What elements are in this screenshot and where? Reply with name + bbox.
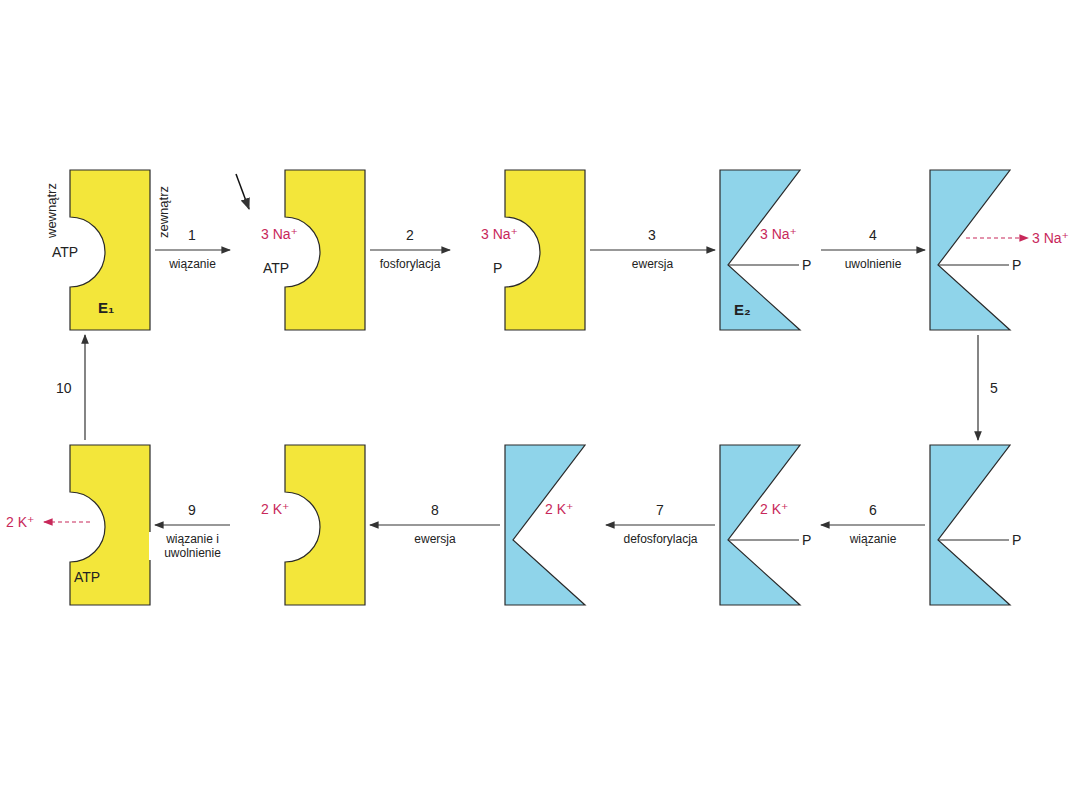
e2-state: P — [930, 170, 1026, 330]
reaction-arrow — [155, 249, 230, 250]
step-number: 5 — [990, 380, 998, 396]
ion-label: 3 Na⁺ — [760, 226, 797, 242]
reaction-arrow — [606, 524, 715, 525]
reaction-arrow — [370, 524, 500, 525]
reaction-arrow — [821, 249, 925, 250]
e1-state: ATP E₁ — [20, 170, 150, 330]
step-number: 8 — [431, 502, 439, 518]
e1-outline — [70, 445, 150, 605]
step-number: 2 — [406, 227, 414, 243]
pump-shape — [235, 170, 365, 330]
pump-shape — [235, 445, 365, 605]
e2-state: 2 K⁺ P — [720, 445, 816, 605]
step-label: fosforylacja — [378, 257, 443, 271]
phosphate-bond — [939, 539, 1009, 540]
pump-shape — [930, 445, 1026, 605]
e2-outline — [505, 445, 585, 605]
e1-outline — [505, 170, 585, 330]
e1-outline — [70, 170, 150, 330]
step-number: 10 — [56, 380, 72, 396]
reaction-arrow — [977, 335, 978, 440]
e2-outline — [720, 445, 800, 605]
step-number: 6 — [869, 502, 877, 518]
e1-state: 3 Na⁺ ATP — [235, 170, 365, 330]
pump-shape — [455, 170, 585, 330]
phosphate-bond — [729, 264, 799, 265]
state-name: E₂ — [734, 302, 751, 318]
molecule-label: P — [802, 532, 811, 548]
step-label: wiązanie — [848, 532, 899, 546]
e2-outline — [720, 170, 800, 330]
e1-outline — [285, 445, 365, 605]
e1-outline — [285, 170, 365, 330]
pump-shape — [930, 170, 1026, 330]
reaction-arrow — [821, 524, 925, 525]
molecule-label: P — [1012, 257, 1021, 273]
step-label: defosforylacja — [621, 532, 699, 546]
e1-state: 3 Na⁺ P — [455, 170, 585, 330]
ion-label: 3 Na⁺ — [261, 226, 298, 242]
molecule-label: ATP — [74, 569, 100, 585]
step-label: wiązanie i uwolnienie — [149, 532, 237, 560]
e2-state: P — [930, 445, 1026, 605]
step-number: 3 — [648, 227, 656, 243]
step-number: 7 — [656, 502, 664, 518]
pump-shape — [505, 445, 601, 605]
molecule-label: P — [802, 257, 811, 273]
molecule-label: ATP — [263, 260, 289, 276]
e2-state: 2 K⁺ — [505, 445, 601, 605]
step-label: uwolnienie — [843, 257, 904, 271]
pointer-arrow — [236, 174, 249, 209]
e1-state: 2 K⁺ — [235, 445, 365, 605]
e2-state: 3 Na⁺ P E₂ — [720, 170, 816, 330]
released-ion: 3 Na⁺ — [1032, 230, 1069, 246]
molecule-label: P — [1012, 532, 1021, 548]
molecule-label: ATP — [52, 244, 78, 260]
released-ion: 2 K⁺ — [6, 514, 34, 530]
ion-label: 2 K⁺ — [261, 501, 289, 517]
step-label: wiązanie — [167, 257, 218, 271]
reaction-arrow — [84, 335, 85, 440]
ion-label: 3 Na⁺ — [481, 226, 518, 242]
reaction-arrow — [155, 524, 230, 525]
reaction-arrow — [370, 249, 450, 250]
side-label: zewnątrz — [156, 186, 172, 238]
e1-state: ATP — [20, 445, 150, 605]
phosphate-bond — [939, 264, 1009, 265]
state-name: E₁ — [98, 300, 114, 316]
molecule-label: P — [493, 260, 502, 276]
side-label: wewnątrz — [44, 183, 60, 238]
pump-shape — [720, 445, 816, 605]
ion-label: 2 K⁺ — [760, 501, 788, 517]
reaction-arrow — [590, 249, 715, 250]
release-arrow — [966, 237, 1028, 238]
step-label: ewersja — [412, 532, 457, 546]
step-number: 9 — [188, 502, 196, 518]
step-number: 1 — [188, 227, 196, 243]
pump-shape — [20, 170, 150, 330]
release-arrow — [44, 521, 90, 522]
step-number: 4 — [869, 227, 877, 243]
phosphate-bond — [729, 539, 799, 540]
e2-outline — [930, 445, 1010, 605]
step-label: ewersja — [630, 257, 675, 271]
ion-label: 2 K⁺ — [545, 501, 573, 517]
e2-outline — [930, 170, 1010, 330]
